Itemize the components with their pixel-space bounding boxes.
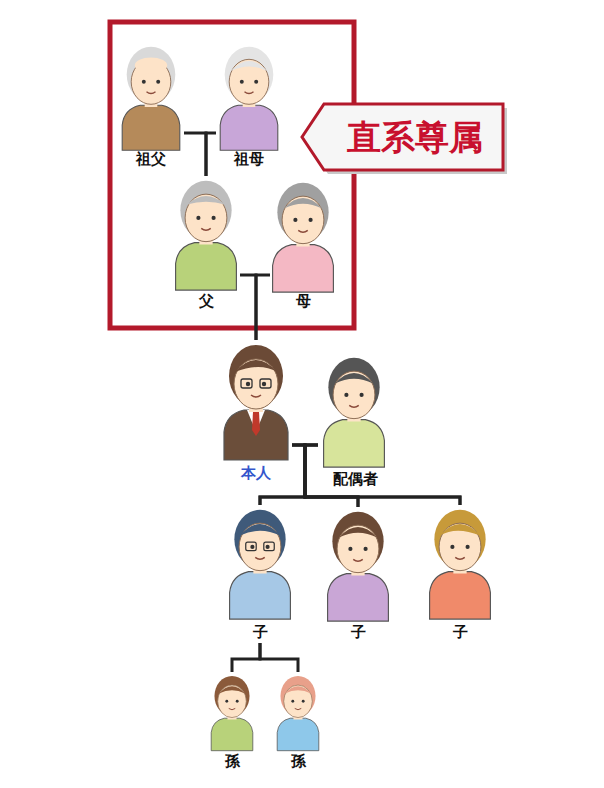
body (230, 572, 291, 620)
bangs (285, 686, 311, 693)
body (122, 105, 180, 150)
person-node: 孫 (270, 672, 326, 772)
person-node: 子 (426, 505, 494, 643)
person-label: 孫 (225, 752, 240, 770)
glasses (264, 542, 274, 551)
callout-shape (302, 104, 503, 170)
body (273, 245, 334, 293)
bangs (219, 686, 245, 693)
person-node: 子 (324, 507, 392, 643)
spouse-figure (324, 358, 385, 467)
person-label: 子 (453, 623, 468, 641)
bangs (440, 524, 480, 535)
grandmother-figure (220, 47, 278, 151)
callout-text: 直系尊属 (323, 117, 483, 157)
person-label: 子 (253, 623, 268, 641)
grandchild-figure (277, 676, 319, 751)
bangs (284, 198, 322, 208)
face (282, 196, 324, 246)
family-line (232, 643, 260, 672)
callout-box: 直系尊属 (300, 102, 505, 172)
body (277, 718, 319, 751)
face (333, 371, 375, 421)
face (229, 59, 269, 107)
family-line (305, 445, 460, 505)
bangs (339, 527, 377, 537)
mother-figure (273, 183, 334, 292)
family-line (206, 133, 216, 176)
person-label: 配偶者 (333, 470, 378, 488)
person-label: 母 (296, 292, 311, 310)
bangs (231, 61, 267, 71)
person-node: 配偶者 (318, 352, 392, 490)
bangs (335, 373, 373, 383)
glasses (241, 379, 252, 388)
ascendant-frame (110, 22, 354, 328)
bangs (235, 360, 277, 372)
father-figure (176, 181, 237, 290)
glasses (260, 379, 271, 388)
bangs (187, 196, 225, 205)
person-node: 子 (226, 505, 294, 643)
child-figure (430, 510, 491, 619)
face (234, 359, 278, 412)
family-line (292, 445, 460, 505)
person-node: 父 (172, 176, 240, 312)
child-figure (328, 512, 389, 621)
person-label: 祖母 (234, 150, 264, 168)
face (218, 685, 247, 719)
face (185, 194, 227, 244)
bangs (240, 524, 280, 535)
face (239, 523, 281, 573)
person-node: 母 (270, 178, 336, 312)
face (337, 525, 379, 575)
face (284, 685, 313, 719)
family-line (260, 643, 298, 672)
body (430, 572, 491, 620)
person-label: 父 (199, 292, 214, 310)
body (324, 420, 385, 468)
person-label: 祖父 (136, 150, 166, 168)
body (220, 105, 278, 150)
person-label: 子 (351, 623, 366, 641)
person-node: 孫 (204, 672, 260, 772)
family-line (256, 275, 270, 340)
child-figure (230, 510, 291, 619)
grandfather-figure (122, 47, 180, 151)
glasses (246, 542, 256, 551)
body (176, 243, 237, 291)
family-line (240, 275, 256, 340)
bald-top (135, 58, 167, 74)
person-label: 孫 (291, 752, 306, 770)
person-node: 祖父 (118, 42, 184, 170)
face (439, 523, 481, 573)
body (211, 718, 253, 751)
person-node: 本人 (220, 340, 292, 484)
family-line (184, 133, 206, 176)
grandchild-figure (211, 676, 253, 751)
person-label: 本人 (241, 464, 271, 482)
person-node: 祖母 (216, 42, 282, 170)
body (328, 574, 389, 622)
self-figure (224, 345, 288, 460)
tie (252, 412, 260, 436)
body (224, 410, 288, 460)
